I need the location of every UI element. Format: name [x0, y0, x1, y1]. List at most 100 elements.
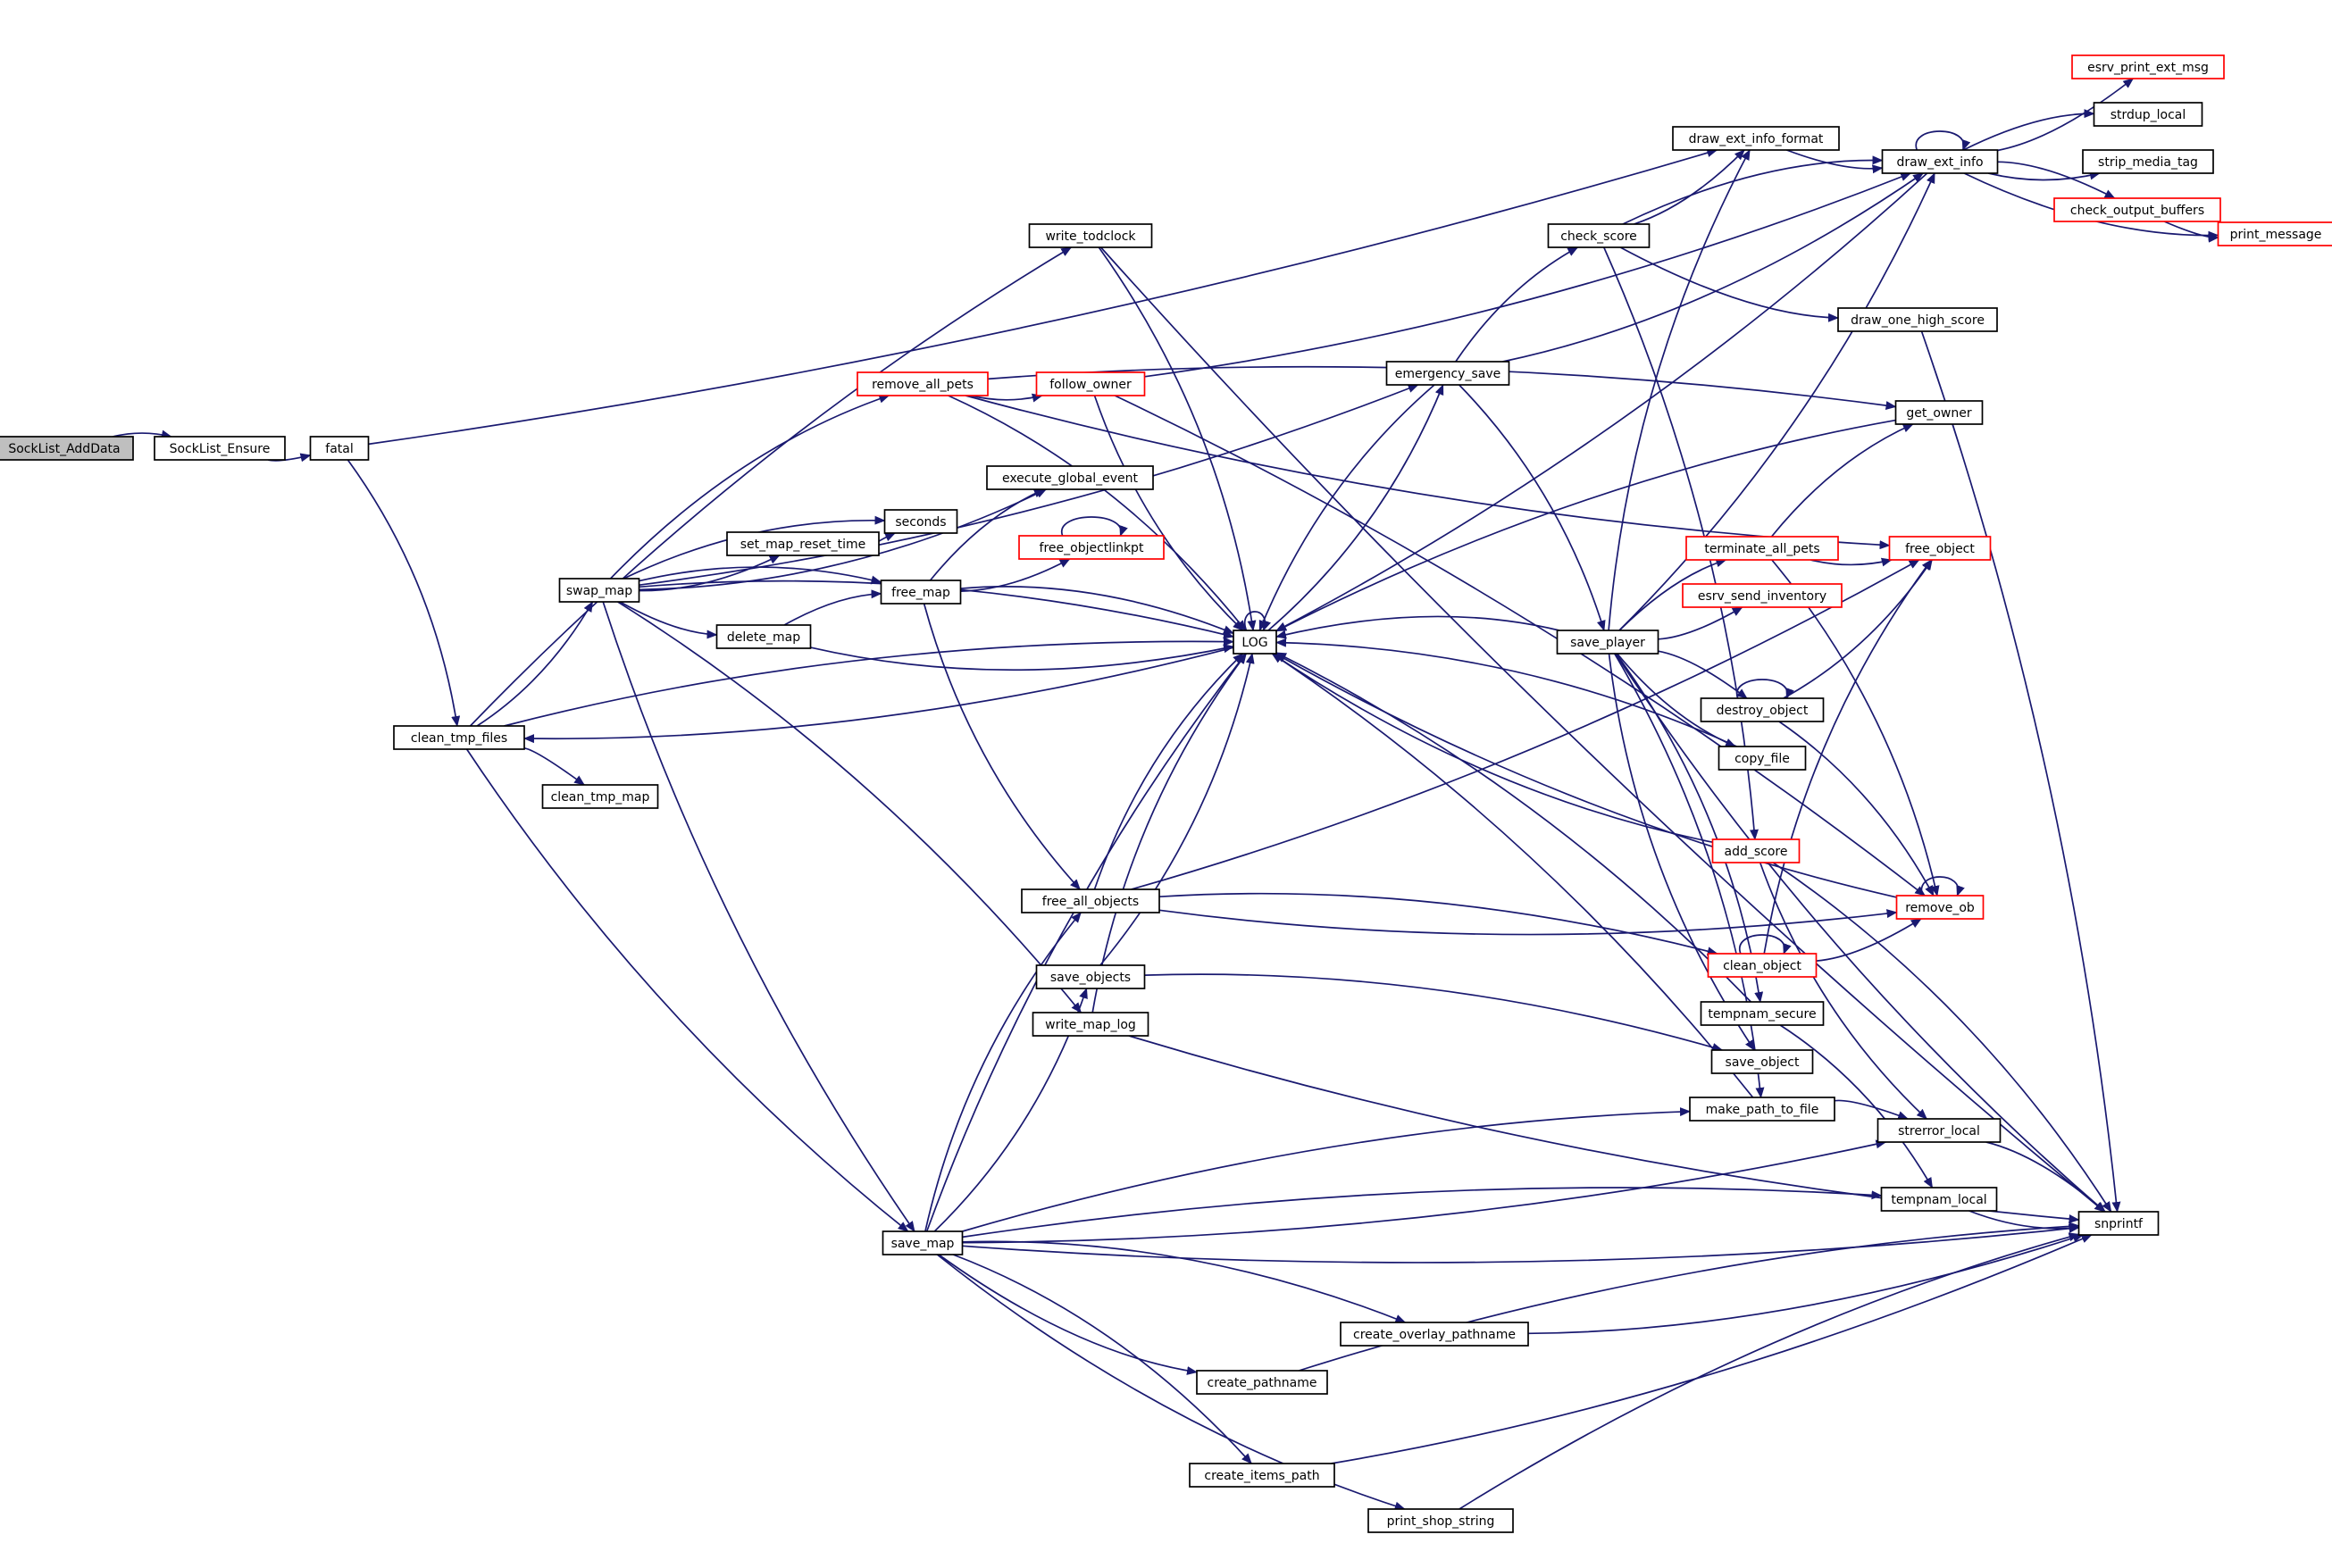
node-snprintf[interactable]: snprintf — [2077, 1211, 2160, 1236]
node-add-score[interactable]: add_score — [1711, 838, 1801, 863]
node-remove-all-pets[interactable]: remove_all_pets — [857, 371, 989, 396]
edge-destroy_object-to-destroy_object — [1735, 679, 1794, 699]
edge-tempnam_secure-to-tempnam_local — [1779, 1024, 1934, 1189]
node-label: fatal — [325, 442, 353, 456]
edge-save_map-to-tempnam_local — [962, 1187, 1883, 1239]
node-label: swap_map — [566, 584, 632, 598]
node-fatal[interactable]: fatal — [309, 436, 370, 461]
edge-save_map-to-create_items_path — [952, 1254, 1252, 1464]
node-draw-ext-info-format[interactable]: draw_ext_info_format — [1672, 126, 1840, 151]
node-check-score[interactable]: check_score — [1547, 223, 1651, 248]
node-draw-one-high-score[interactable]: draw_one_high_score — [1837, 307, 1998, 332]
node-label: draw_ext_info — [1896, 155, 1983, 170]
edge-log-to-clean_tmp_files — [523, 646, 1234, 744]
node-seconds[interactable]: seconds — [883, 509, 958, 534]
node-remove-ob[interactable]: remove_ob — [1895, 895, 1985, 920]
node-save-map[interactable]: save_map — [882, 1230, 964, 1255]
edge-check_score-to-draw_ext_info — [1622, 155, 1884, 225]
edge-delete_map-to-free_map — [783, 589, 882, 626]
node-set-map-reset-time[interactable]: set_map_reset_time — [726, 531, 880, 556]
node-label: draw_ext_info_format — [1689, 132, 1824, 146]
node-box — [1880, 1187, 1998, 1212]
node-create-overlay-pathname[interactable]: create_overlay_pathname — [1340, 1322, 1529, 1347]
node-destroy-object[interactable]: destroy_object — [1700, 697, 1825, 722]
edge-get_owner-to-log — [1275, 419, 1896, 632]
node-emergency-save[interactable]: emergency_save — [1385, 361, 1510, 386]
node-label: write_map_log — [1045, 1018, 1136, 1032]
node-free-object[interactable]: free_object — [1888, 536, 1992, 561]
node-make-path-to-file[interactable]: make_path_to_file — [1689, 1097, 1835, 1122]
node-label: terminate_all_pets — [1704, 542, 1819, 556]
node-get-owner[interactable]: get_owner — [1894, 400, 1984, 425]
node-label: free_all_objects — [1042, 895, 1139, 909]
node-delete-map[interactable]: delete_map — [715, 624, 812, 649]
node-save-player[interactable]: save_player — [1556, 630, 1659, 655]
edge-tempnam_secure-to-log — [1275, 652, 1752, 1003]
node-tempnam-secure[interactable]: tempnam_secure — [1700, 1001, 1825, 1026]
edge-free_map-to-free_objectlinkpt — [960, 558, 1071, 592]
edge-log-to-emergency_save — [1267, 384, 1444, 631]
node-clean-tmp-map[interactable]: clean_tmp_map — [541, 784, 659, 809]
edge-clean_tmp_files-to-log — [504, 637, 1234, 727]
node-sockList-adddata[interactable]: SockList_AddData — [0, 436, 134, 461]
edge-create_overlay_pathname-to-snprintf — [1527, 1233, 2084, 1335]
node-print-message[interactable]: print_message — [2217, 221, 2332, 246]
node-box — [1718, 746, 1807, 771]
edge-save_map-to-print_shop_string — [936, 1254, 1406, 1511]
node-esrv-print-ext-msg[interactable]: esrv_print_ext_msg — [2071, 54, 2225, 79]
node-save-objects[interactable]: save_objects — [1035, 964, 1146, 989]
node-create-items-path[interactable]: create_items_path — [1189, 1463, 1335, 1488]
node-box — [1837, 307, 1998, 332]
node-print-shop-string[interactable]: print_shop_string — [1367, 1508, 1514, 1533]
node-label: tempnam_secure — [1708, 1007, 1816, 1022]
node-clean-tmp-files[interactable]: clean_tmp_files — [393, 725, 525, 750]
node-execute-global-event[interactable]: execute_global_event — [986, 465, 1154, 490]
edge-sockList_adddata-to-socklist_ensure — [113, 430, 172, 439]
node-box — [1367, 1508, 1514, 1533]
edge-draw_ext_info-to-log — [1275, 172, 1928, 632]
node-free-all-objects[interactable]: free_all_objects — [1021, 888, 1160, 913]
node-box — [1711, 838, 1801, 863]
node-label: draw_one_high_score — [1851, 313, 1985, 328]
node-label: make_path_to_file — [1706, 1103, 1819, 1117]
node-tempnam-local[interactable]: tempnam_local — [1880, 1187, 1998, 1212]
node-socklist-ensure[interactable]: SockList_Ensure — [154, 436, 286, 461]
node-label: save_player — [1570, 636, 1645, 650]
node-strerror-local[interactable]: strerror_local — [1876, 1118, 2002, 1143]
node-write-map-log[interactable]: write_map_log — [1032, 1012, 1149, 1037]
edge-destroy_object-to-remove_ob — [1778, 721, 1935, 897]
node-box — [1556, 630, 1659, 655]
node-label: remove_all_pets — [872, 378, 974, 392]
node-log[interactable]: LOG — [1233, 630, 1277, 655]
edge-save_player-to-draw_ext_info — [1618, 172, 1935, 631]
edge-save_objects-to-log — [1099, 653, 1255, 966]
node-label: LOG — [1241, 636, 1267, 650]
node-box — [393, 725, 525, 750]
node-save-object[interactable]: save_object — [1710, 1049, 1814, 1074]
node-box — [1700, 697, 1825, 722]
node-strip-media-tag[interactable]: strip_media_tag — [2082, 149, 2214, 174]
node-box — [1018, 535, 1165, 560]
node-box — [1196, 1370, 1328, 1395]
node-terminate-all-pets[interactable]: terminate_all_pets — [1685, 536, 1839, 561]
edge-clean_object-to-free_object — [1763, 559, 1933, 955]
node-clean-object[interactable]: clean_object — [1707, 953, 1818, 978]
node-free-map[interactable]: free_map — [880, 580, 962, 605]
node-write-todclock[interactable]: write_todclock — [1028, 223, 1153, 248]
node-copy-file[interactable]: copy_file — [1718, 746, 1807, 771]
edge-save_player-to-terminate_all_pets — [1618, 558, 1727, 631]
edge-save_map-to-strerror_local — [962, 1139, 1887, 1244]
node-esrv-send-inventory[interactable]: esrv_send_inventory — [1682, 583, 1843, 608]
node-label: execute_global_event — [1002, 471, 1139, 486]
edge-save_objects-to-save_object — [1144, 973, 1724, 1052]
node-strdup-local[interactable]: strdup_local — [2093, 102, 2203, 127]
node-label: set_map_reset_time — [740, 538, 866, 552]
node-follow-owner[interactable]: follow_owner — [1035, 371, 1146, 396]
edge-save_player-to-draw_ext_info_format — [1608, 149, 1751, 631]
node-create-pathname[interactable]: create_pathname — [1196, 1370, 1328, 1395]
node-free-objectlinkpt[interactable]: free_objectlinkpt — [1018, 535, 1165, 560]
node-swap-map[interactable]: swap_map — [558, 578, 640, 603]
node-draw-ext-info[interactable]: draw_ext_info — [1881, 149, 1999, 174]
edge-remove_all_pets-to-free_object — [965, 395, 1891, 550]
node-check-output-buffers[interactable]: check_output_buffers — [2053, 197, 2221, 222]
